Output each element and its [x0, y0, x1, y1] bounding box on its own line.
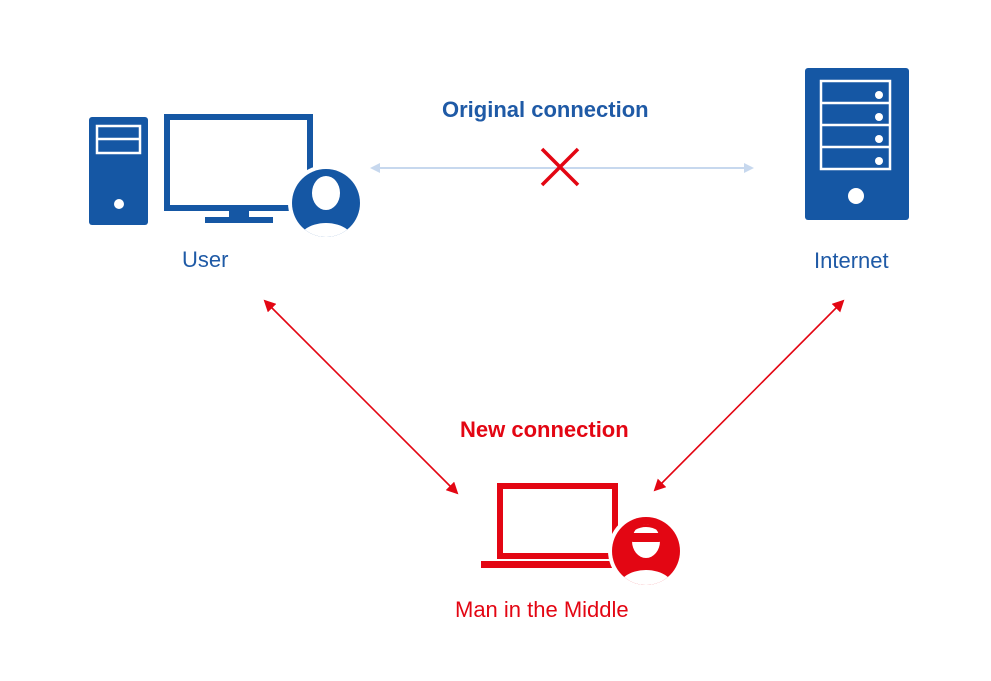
original-connection-label: Original connection [442, 97, 649, 122]
new-connection-label: New connection [460, 417, 629, 442]
user-mitm-arrow [263, 299, 459, 495]
laptop-attacker-icon [481, 483, 684, 589]
desktop-computer-user-icon [89, 114, 364, 241]
attacker-avatar-icon [608, 513, 684, 589]
server-icon [805, 68, 909, 220]
monitor-icon [164, 114, 313, 223]
internet-mitm-arrow [653, 299, 845, 492]
user-label: User [182, 247, 229, 272]
laptop-icon [481, 483, 622, 568]
cross-icon [540, 147, 580, 187]
internet-label: Internet [814, 248, 889, 273]
computer-tower-icon [89, 117, 148, 225]
user-avatar-icon [288, 165, 364, 241]
mitm-label: Man in the Middle [455, 597, 629, 622]
